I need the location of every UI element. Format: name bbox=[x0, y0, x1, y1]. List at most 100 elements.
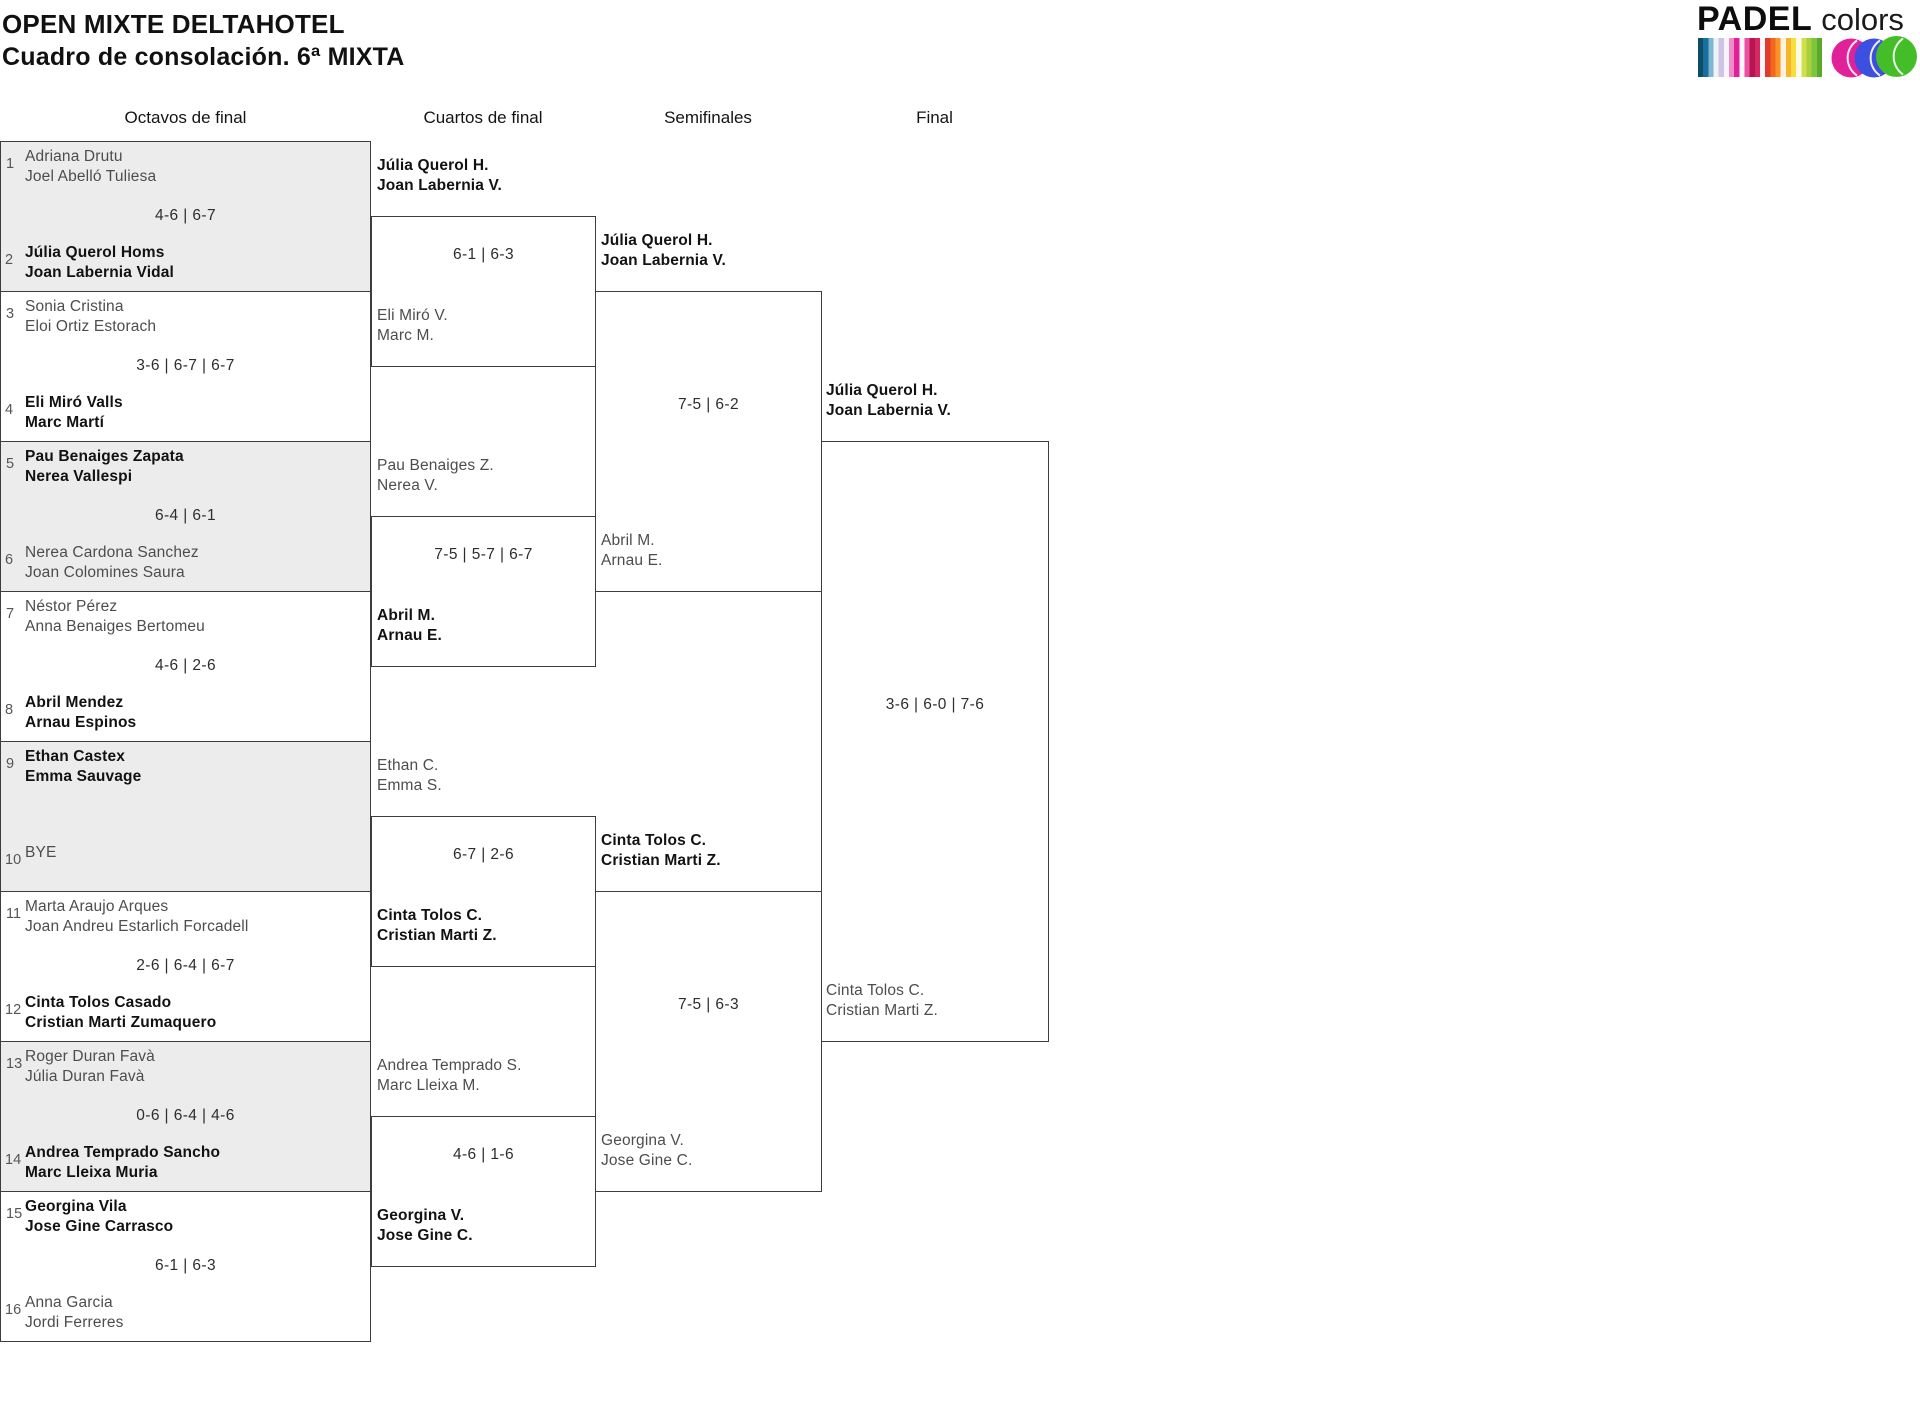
team-name: Georgina V. Jose Gine C. bbox=[601, 1131, 692, 1171]
padel-ball-green-icon bbox=[1876, 36, 1917, 77]
round-header-octavos: Octavos de final bbox=[124, 108, 247, 127]
match-score: 2-6 | 6-4 | 6-7 bbox=[136, 957, 235, 974]
team-player-2: Jose Gine Carrasco bbox=[25, 1218, 174, 1235]
match-score: 6-1 | 6-3 bbox=[452, 246, 515, 263]
team-player-2: Joan Labernia V. bbox=[377, 177, 503, 194]
match-box-octavos-5 bbox=[0, 741, 371, 892]
team-player-1: Ethan Castex bbox=[25, 748, 125, 765]
team-name: Cinta Tolos C. Cristian Marti Z. bbox=[826, 981, 938, 1021]
team-player-2: Cristian Marti Zumaquero bbox=[25, 1014, 217, 1031]
team-name: Cinta Tolos C. Cristian Marti Z. bbox=[377, 906, 497, 946]
team-player-1: Pau Benaiges Zapata bbox=[25, 448, 184, 465]
match-box-octavos-2 bbox=[0, 291, 371, 442]
team-player-2: Joan Colomines Saura bbox=[25, 564, 185, 581]
team-player-2: Jose Gine C. bbox=[601, 1152, 693, 1169]
team-name: Pau Benaiges Z.Nerea V. bbox=[377, 456, 494, 496]
team-player-1: Marta Araujo Arques bbox=[25, 898, 169, 915]
seed-number: 8 bbox=[5, 702, 14, 718]
team-player-2: Emma Sauvage bbox=[25, 768, 142, 785]
team-player-2: Joan Andreu Estarlich Forcadell bbox=[25, 918, 249, 935]
team-player-1: Cinta Tolos C. bbox=[826, 982, 925, 999]
team-player-1: Cinta Tolos C. bbox=[377, 907, 483, 924]
seed-number: 12 bbox=[5, 1002, 22, 1018]
match-box-octavos-7 bbox=[0, 1041, 371, 1192]
team-player-2: Marc Lleixa M. bbox=[377, 1077, 480, 1094]
team-player-1: Abril M. bbox=[601, 532, 655, 549]
team-name: Júlia Querol H.Joan Labernia V. bbox=[377, 156, 502, 196]
team-player-1: Cinta Tolos Casado bbox=[25, 994, 172, 1011]
match-score: 6-4 | 6-1 bbox=[154, 507, 217, 524]
team-player-2: Marc M. bbox=[377, 327, 435, 344]
seed-number: 2 bbox=[5, 252, 14, 268]
team-name: Júlia Querol H. Joan Labernia V. bbox=[601, 231, 726, 271]
team-player-1: Georgina V. bbox=[601, 1132, 684, 1149]
team-player-2: Arnau E. bbox=[601, 552, 663, 569]
team-player-1: Georgina V. bbox=[377, 1207, 465, 1224]
seed-number: 13 bbox=[6, 1056, 23, 1072]
team-player-2: Cristian Marti Z. bbox=[377, 927, 497, 944]
team-player-1: Cinta Tolos C. bbox=[601, 832, 707, 849]
team-player-1: BYE bbox=[25, 844, 57, 861]
seed-number: 6 bbox=[5, 552, 14, 568]
team-player-2: Joan Labernia V. bbox=[826, 402, 952, 419]
team-player-1: Abril Mendez bbox=[25, 694, 124, 711]
seed-number: 5 bbox=[6, 456, 15, 472]
color-stripes-icon bbox=[1698, 38, 1822, 77]
team-player-1: Júlia Querol H. bbox=[826, 382, 938, 399]
team-name: Georgina V. Jose Gine C. bbox=[377, 1206, 473, 1246]
team-name: Ethan C.Emma S. bbox=[377, 756, 442, 796]
match-score: 7-5 | 6-3 bbox=[677, 996, 740, 1013]
team-name: Abril M. Arnau E. bbox=[601, 531, 663, 571]
match-score: 3-6 | 6-0 | 7-6 bbox=[885, 696, 985, 713]
team-player-2: Joan Labernia V. bbox=[601, 252, 727, 269]
match-score: 7-5 | 6-2 bbox=[677, 396, 740, 413]
team-player-2: Nerea V. bbox=[377, 477, 438, 494]
team-name: Abril M. Arnau E. bbox=[377, 606, 442, 646]
team-player-2: Júlia Duran Favà bbox=[25, 1068, 145, 1085]
seed-number: 7 bbox=[6, 606, 15, 622]
seed-number: 11 bbox=[6, 906, 22, 922]
seed-number: 10 bbox=[5, 852, 22, 868]
team-player-1: Andrea Temprado S. bbox=[377, 1057, 522, 1074]
team-player-2: Jordi Ferreres bbox=[25, 1314, 124, 1331]
team-player-1: Andrea Temprado Sancho bbox=[25, 1144, 221, 1161]
team-name: Júlia Querol H. Joan Labernia V. bbox=[826, 381, 951, 421]
team-player-2: Jose Gine C. bbox=[377, 1227, 473, 1244]
team-player-1: Nerea Cardona Sanchez bbox=[25, 544, 199, 561]
match-score: 3-6 | 6-7 | 6-7 bbox=[136, 357, 235, 374]
seed-number: 9 bbox=[6, 756, 15, 772]
match-connector-final bbox=[821, 441, 1049, 1042]
team-player-1: Abril M. bbox=[377, 607, 436, 624]
team-name: BYE bbox=[25, 843, 56, 863]
team-player-2: Marc Lleixa Muria bbox=[25, 1164, 158, 1181]
team-player-1: Sonia Cristina bbox=[25, 298, 124, 315]
match-box-octavos-4 bbox=[0, 591, 371, 742]
seed-number: 1 bbox=[6, 156, 15, 172]
padel-balls-icon bbox=[1831, 36, 1917, 78]
team-player-2: Arnau E. bbox=[377, 627, 442, 644]
team-player-1: Júlia Querol H. bbox=[601, 232, 713, 249]
match-score: 0-6 | 6-4 | 4-6 bbox=[136, 1107, 235, 1124]
team-player-2: Cristian Marti Z. bbox=[601, 852, 721, 869]
seed-number: 15 bbox=[6, 1206, 23, 1222]
team-player-1: Roger Duran Favà bbox=[25, 1048, 155, 1065]
team-name: Andrea Temprado S. Marc Lleixa M. bbox=[377, 1056, 522, 1096]
seed-number: 14 bbox=[5, 1152, 22, 1168]
round-header-cuartos: Cuartos de final bbox=[423, 108, 543, 127]
team-name: Eli Miró V.Marc M. bbox=[377, 306, 448, 346]
team-player-2: Anna Benaiges Bertomeu bbox=[25, 618, 205, 635]
team-player-2: Cristian Marti Z. bbox=[826, 1002, 938, 1019]
team-player-2: Joel Abelló Tuliesa bbox=[25, 168, 157, 185]
